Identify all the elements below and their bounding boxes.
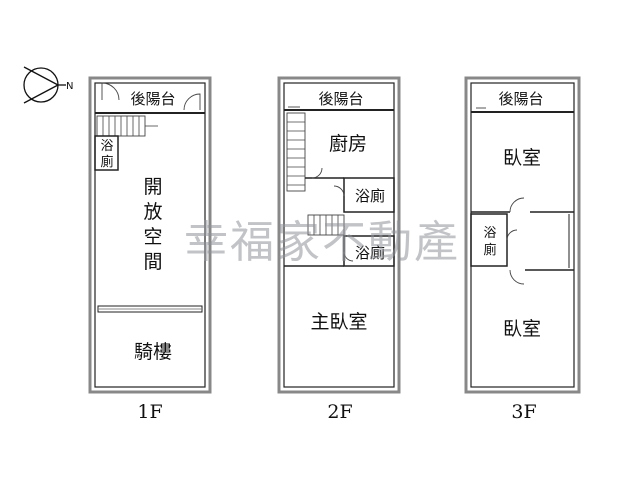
floor-label-3f: 3F	[511, 401, 536, 423]
floor-2f-bathroom-2-wall	[343, 235, 395, 267]
room-label-bath-2f-2: 浴廁	[355, 244, 385, 262]
floor-1f-inner-wall	[94, 82, 206, 388]
room-label-bedroom-3f-2: 臥室	[503, 318, 541, 340]
room-label-arcade-1f: 騎樓	[134, 341, 172, 363]
compass-north-label: N	[66, 81, 73, 92]
stairs-icon	[96, 115, 158, 137]
door-swing-icon	[333, 185, 345, 197]
room-label-back-balcony-1f: 後陽台	[130, 90, 175, 108]
watermark-text: 幸福家不動產	[184, 217, 460, 268]
room-label-kitchen-2f: 廚房	[329, 132, 367, 155]
room-label-bath-1f-bottom: 廁	[100, 154, 113, 170]
floor-label-2f: 2F	[327, 401, 352, 423]
floor-label-1f: 1F	[137, 401, 162, 423]
room-label-bath-3f-top: 浴	[483, 226, 496, 241]
stairs-icon	[307, 214, 345, 236]
door-swing-icon	[311, 167, 323, 179]
room-label-bath-3f-bottom: 廁	[483, 242, 496, 258]
door-swing-icon	[183, 93, 201, 111]
door-swing-icon	[509, 197, 525, 213]
room-label-back-balcony-3f: 後陽台	[498, 90, 543, 108]
floor-1f-outer-wall	[88, 76, 212, 394]
floor-2f-outer-wall	[277, 76, 401, 394]
room-label-open-space-1: 開	[143, 176, 162, 198]
floor-1f-bathroom-wall	[94, 135, 119, 171]
room-label-back-balcony-2f: 後陽台	[318, 90, 363, 108]
floor-3f-outer-wall	[464, 76, 581, 394]
floor-1f-window-strip	[97, 305, 203, 313]
room-label-open-space-3: 空	[143, 226, 162, 248]
floor-2f-inner-wall	[283, 82, 395, 388]
floor-3f-plan: 後陽台 臥室 浴 廁 臥室 3F	[464, 76, 581, 423]
compass: N	[23, 66, 73, 104]
stairs-icon	[286, 112, 306, 192]
room-label-open-space-2: 放	[143, 201, 162, 223]
door-swing-icon	[101, 82, 120, 101]
door-swing-icon	[343, 251, 354, 262]
room-label-master-bedroom-2f: 主臥室	[310, 311, 367, 333]
floor-2f-plan: 後陽台 廚房 浴廁 浴廁 主臥室 2F	[277, 76, 401, 423]
room-label-bedroom-3f-1: 臥室	[503, 147, 541, 169]
north-arrow-icon	[23, 66, 66, 104]
room-label-bath-1f-top: 浴	[100, 139, 113, 154]
door-swing-icon	[506, 229, 518, 241]
floor-1f-plan: 後陽台 浴 廁 開 放 空 間 騎樓 1F	[88, 76, 212, 423]
room-label-open-space-4: 間	[143, 251, 162, 273]
door-swing-icon	[509, 269, 525, 285]
room-label-bath-2f-1: 浴廁	[355, 187, 385, 205]
